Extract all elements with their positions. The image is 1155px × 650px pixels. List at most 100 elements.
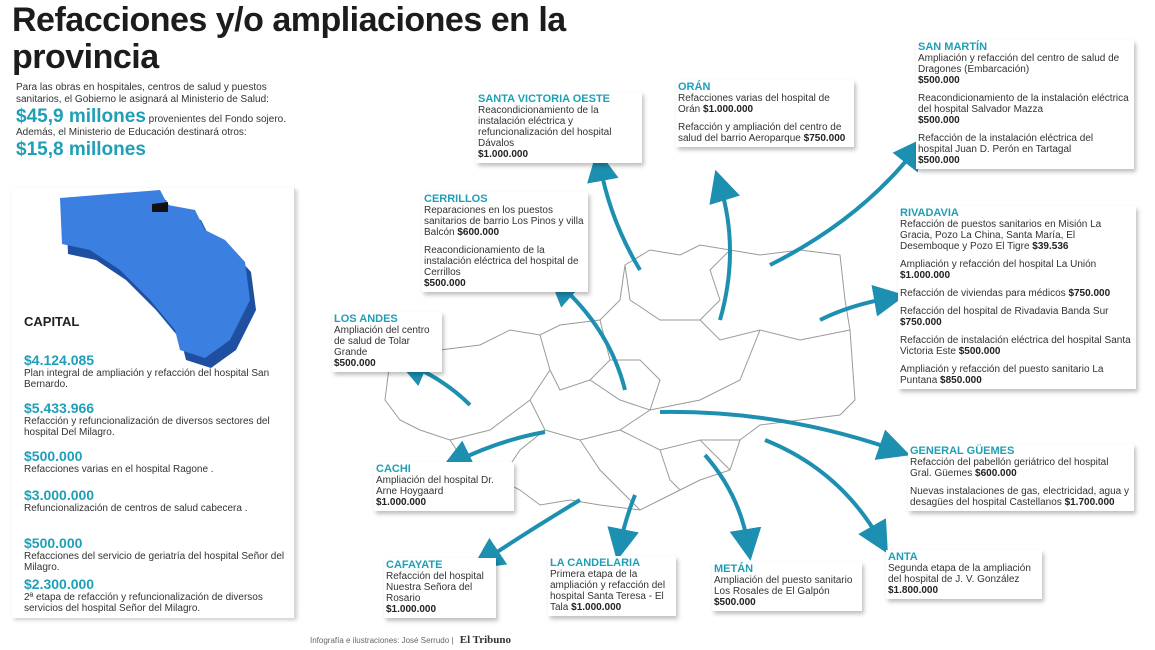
- footer-credit: Infografía e ilustraciones: José Serrudo: [310, 636, 450, 645]
- box-rivadavia: RIVADAVIA Refacción de puestos sanitario…: [898, 206, 1136, 389]
- box-santa-victoria-oeste: SANTA VICTORIA OESTE Reacondicionamiento…: [476, 92, 642, 163]
- capital-item: $4.124.085 Plan integral de ampliación y…: [24, 352, 294, 390]
- capital-item-amount: $500.000: [24, 448, 83, 464]
- box-cachi: CACHI Ampliación del hospital Dr. Arne H…: [374, 462, 514, 511]
- box-title: SANTA VICTORIA OESTE: [478, 93, 611, 105]
- map-arrows: [395, 137, 925, 569]
- box-text: Ampliación del hospital Dr. Arne Hoygaar…: [376, 475, 494, 497]
- box-amount: $500.000: [918, 155, 960, 166]
- box-text: Refacción de instalación eléctrica del h…: [900, 335, 1131, 357]
- box-title: CAFAYATE: [386, 559, 443, 571]
- box-amount: $500.000: [424, 278, 466, 289]
- footer: Infografía e ilustraciones: José Serrudo…: [310, 634, 511, 646]
- box-text: Ampliación y refacción del hospital La U…: [900, 259, 1097, 270]
- box-text: Refacción del hospital de Rivadavia Band…: [900, 306, 1109, 317]
- box-text: Ampliación del puesto sanitario Los Rosa…: [714, 575, 853, 597]
- box-text: Refacciones varias del hospital de Orán: [678, 93, 830, 115]
- box-amount: $850.000: [940, 375, 982, 386]
- box-amount: $1.700.000: [1064, 497, 1115, 508]
- box-text: Ampliación y refacción del puesto sanita…: [900, 364, 1104, 386]
- box-title: CACHI: [376, 463, 411, 475]
- box-title: ANTA: [888, 551, 918, 563]
- capital-item: $500.000 Refacciones varias en el hospit…: [24, 448, 294, 475]
- box-amount: $1.000.000: [386, 604, 437, 615]
- capital-item-text: Refacciones varias en el hospital Ragone…: [24, 464, 214, 475]
- box-amount: $750.000: [803, 133, 846, 144]
- box-text: Refacción y ampliación del centro de sal…: [678, 122, 842, 144]
- box-amount: $1.000.000: [376, 497, 427, 508]
- box-amount: $600.000: [457, 227, 500, 238]
- box-amount: $500.000: [334, 358, 376, 369]
- box-amount: $1.000.000: [478, 149, 529, 160]
- box-text: Refacción de la instalación eléctrica de…: [918, 133, 1094, 155]
- footer-brand-logo: El Tribuno: [459, 634, 511, 646]
- intro-text: Para las obras en hospitales, centros de…: [16, 82, 286, 160]
- box-cafayate: CAFAYATE Refacción del hospital Nuestra …: [384, 558, 496, 618]
- capital-item-text: Refuncionalización de centros de salud c…: [24, 503, 248, 514]
- box-amount: $500.000: [958, 346, 1001, 357]
- box-title: SAN MARTÍN: [918, 41, 988, 53]
- capital-title: CAPITAL: [24, 314, 80, 329]
- box-text: Reacondicionamiento de la instalación el…: [478, 105, 612, 149]
- box-cerrillos: CERRILLOS Reparaciones en los puestos sa…: [422, 192, 588, 292]
- education-amount: $15,8 millones: [16, 139, 146, 160]
- capital-item-text: 2ª etapa de refacción y refuncionalizaci…: [24, 592, 263, 614]
- box-amount: $500.000: [714, 597, 756, 608]
- box-amount: $1.800.000: [888, 585, 939, 596]
- capital-item-amount: $2.300.000: [24, 576, 95, 592]
- box-text: Ampliación y refacción del centro de sal…: [918, 53, 1120, 75]
- box-amount: $1.000.000: [900, 270, 951, 281]
- province-3d-map: [60, 190, 256, 368]
- box-anta: ANTA Segunda etapa de la ampliación del …: [886, 550, 1042, 599]
- capital-item: $5.433.966 Refacción y refuncionalizació…: [24, 400, 294, 438]
- box-text: Refacción del pabellón geriátrico del ho…: [910, 457, 1109, 479]
- capital-item-amount: $4.124.085: [24, 352, 95, 368]
- capital-item-amount: $500.000: [24, 535, 83, 551]
- box-los-andes: LOS ANDES Ampliación del centro de salud…: [332, 312, 442, 372]
- box-amount: $39.536: [1032, 241, 1069, 252]
- intro-text-1: Para las obras en hospitales, centros de…: [16, 82, 269, 105]
- capital-item-text: Plan integral de ampliación y refacción …: [24, 368, 270, 390]
- box-text: Refacción del hospital Nuestra Señora de…: [386, 571, 484, 604]
- box-title: LA CANDELARIA: [550, 557, 641, 569]
- box-amount: $500.000: [918, 115, 960, 126]
- intro-text-2: provenientes del Fondo sojero. Además, e…: [16, 114, 286, 138]
- box-title: ORÁN: [678, 81, 711, 93]
- box-san-martin: SAN MARTÍN Ampliación y refacción del ce…: [916, 40, 1134, 169]
- page-title: Refacciones y/o ampliaciones en la provi…: [12, 1, 566, 76]
- capital-item-amount: $3.000.000: [24, 487, 95, 503]
- box-oran: ORÁN Refacciones varias del hospital de …: [676, 80, 854, 147]
- capital-item-amount: $5.433.966: [24, 400, 95, 416]
- box-amount: $750.000: [900, 317, 942, 328]
- province-outline-map: [384, 244, 856, 511]
- box-text: Primera etapa de la ampliación y refacci…: [550, 569, 666, 613]
- capital-item-text: Refacciones del servicio de geriatría de…: [24, 551, 285, 573]
- box-text: Reacondicionamiento de la instalación el…: [918, 93, 1129, 115]
- capital-item: $2.300.000 2ª etapa de refacción y refun…: [24, 576, 294, 614]
- box-text: Refacción de viviendas para médicos: [900, 288, 1066, 299]
- box-title: RIVADAVIA: [900, 207, 959, 219]
- capital-item: $3.000.000 Refuncionalización de centros…: [24, 487, 294, 514]
- box-text: Reparaciones en los puestos sanitarios d…: [424, 205, 584, 238]
- box-title: LOS ANDES: [334, 313, 398, 325]
- capital-item: $500.000 Refacciones del servicio de ger…: [24, 535, 294, 573]
- footer-separator: |: [451, 636, 456, 645]
- box-general-guemes: GENERAL GÜEMES Refacción del pabellón ge…: [908, 444, 1134, 511]
- box-text: Ampliación del centro de salud de Tolar …: [334, 325, 430, 358]
- box-title: CERRILLOS: [424, 193, 488, 205]
- box-text: Nuevas instalaciones de gas, electricida…: [910, 486, 1130, 508]
- box-la-candelaria: LA CANDELARIA Primera etapa de la amplia…: [548, 556, 676, 616]
- box-metan: METÁN Ampliación del puesto sanitario Lo…: [712, 562, 862, 611]
- box-text: Refacción de puestos sanitarios en Misió…: [900, 219, 1102, 252]
- box-amount: $500.000: [918, 75, 960, 86]
- capital-item-text: Refacción y refuncionalización de divers…: [24, 416, 270, 438]
- box-title: GENERAL GÜEMES: [910, 445, 1015, 457]
- box-amount: $750.000: [1068, 288, 1111, 299]
- box-title: METÁN: [714, 563, 754, 575]
- box-amount: $600.000: [975, 468, 1017, 479]
- health-amount: $45,9 millones: [16, 106, 146, 127]
- box-text: Segunda etapa de la ampliación del hospi…: [888, 563, 1031, 585]
- box-amount: $1.000.000: [571, 602, 622, 613]
- box-amount: $1.000.000: [703, 104, 754, 115]
